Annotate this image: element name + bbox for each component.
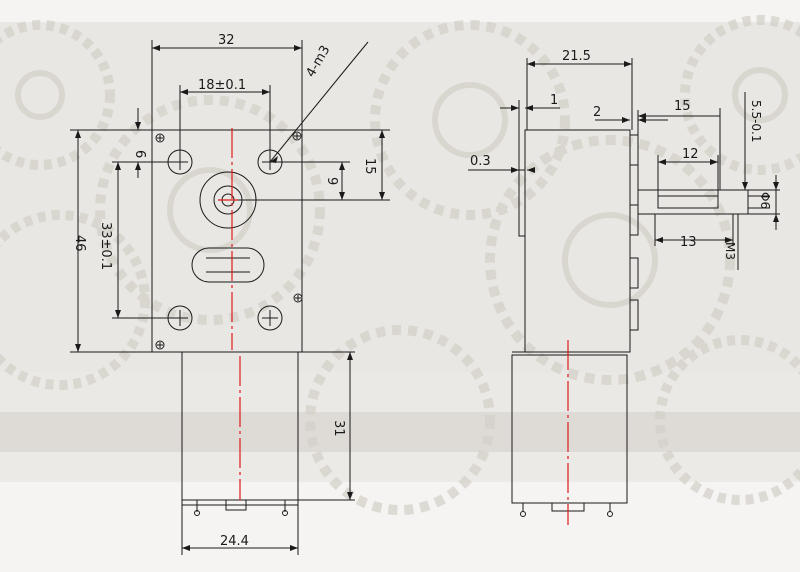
side-terminal-right xyxy=(607,511,613,517)
background-panel xyxy=(0,22,800,372)
dim-line-31 xyxy=(298,351,355,501)
label-dim-12: 12 xyxy=(682,147,699,162)
background-band-top xyxy=(0,372,800,412)
background-band-middle xyxy=(0,412,800,452)
dim-line-15 xyxy=(228,129,390,201)
label-width-32: 32 xyxy=(218,33,235,48)
label-offset-15: 15 xyxy=(362,158,377,175)
side-dim-arrowheads xyxy=(511,61,779,243)
label-height-46: 46 xyxy=(72,235,87,252)
dim-line-21-5 xyxy=(526,58,633,130)
label-dim-2: 2 xyxy=(593,105,601,120)
dim-line-46 xyxy=(70,129,182,353)
dim-line-33 xyxy=(112,161,180,319)
mount-flange xyxy=(518,169,526,237)
dim-line-18 xyxy=(179,85,271,162)
dim-line-13 xyxy=(654,214,734,246)
shaft-flat xyxy=(657,195,719,209)
dim-line-5-5 xyxy=(744,92,770,209)
label-motor-length: 31 xyxy=(331,420,346,437)
terminal-right xyxy=(282,510,288,516)
label-depth-21-5: 21.5 xyxy=(562,49,591,64)
label-dim-13: 13 xyxy=(680,235,697,250)
dim-line-24-4 xyxy=(181,500,299,555)
gear-background-icon xyxy=(0,15,800,515)
motor-center-tab xyxy=(225,499,247,511)
dim-line-15-side xyxy=(638,108,721,190)
label-hole-spacing: 18±0.1 xyxy=(198,78,246,93)
label-vertical-spacing: 33±0.1 xyxy=(98,222,113,270)
side-terminal-left xyxy=(520,511,526,517)
dim-arrowheads xyxy=(75,45,385,551)
side-tab-4 xyxy=(629,299,639,331)
side-tab-2 xyxy=(629,204,639,236)
center-slot xyxy=(191,247,265,283)
label-dim-15: 15 xyxy=(674,99,691,114)
side-motor-terminals xyxy=(522,503,611,512)
slot-marks xyxy=(206,257,250,273)
side-view xyxy=(468,58,780,517)
label-dim-0-3: 0.3 xyxy=(470,154,491,169)
leader-4-m3 xyxy=(269,41,369,163)
dim-line-12 xyxy=(657,155,719,196)
label-offset-9: 9 xyxy=(324,177,339,185)
dim-line-32 xyxy=(151,40,303,130)
mount-hole-bottom-right xyxy=(257,305,283,331)
label-dim-1: 1 xyxy=(550,93,558,108)
label-thread-m3: M3 xyxy=(723,242,737,260)
corner-screw-icon xyxy=(155,131,303,350)
label-shaft-dia: Φ6 xyxy=(758,192,772,209)
label-offset-6: 6 xyxy=(132,150,147,158)
output-shaft-side xyxy=(637,189,749,215)
side-tab-3 xyxy=(629,257,639,289)
terminal-left xyxy=(194,510,200,516)
front-centerlines xyxy=(218,128,241,500)
label-dim-5-5: 5.5-0.1 xyxy=(749,100,763,143)
label-motor-width: 24.4 xyxy=(220,534,249,549)
